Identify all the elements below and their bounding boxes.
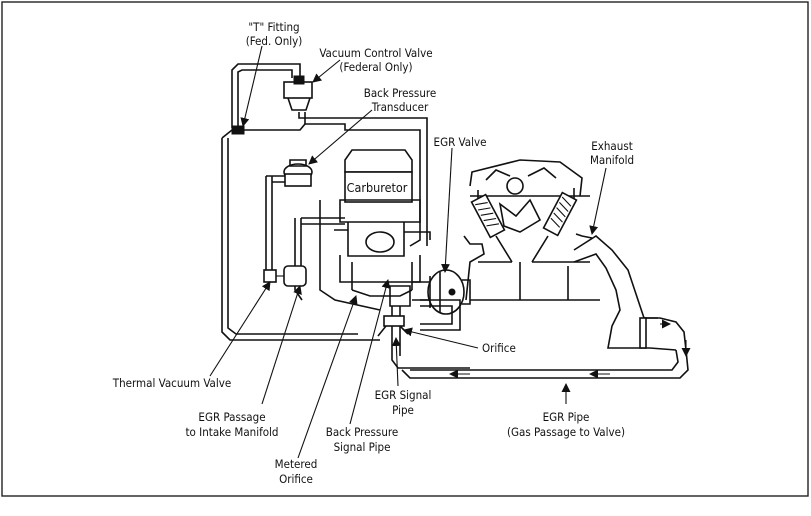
label-back-pressure-signal-pipe-2: Signal Pipe [334,440,391,454]
label-orifice: Orifice [482,341,516,355]
label-egr-signal-pipe-2: Pipe [392,403,414,417]
label-back-pressure-transducer-2: Transducer [371,100,429,114]
label-metered-orifice: Metered [275,457,318,471]
label-egr-valve: EGR Valve [434,135,487,149]
label-back-pressure-transducer: Back Pressure [364,86,437,100]
egr-pipe [401,319,691,379]
leader-lines [209,45,607,459]
label-metered-orifice-2: Orifice [279,472,313,486]
label-thermal-vacuum-valve: Thermal Vacuum Valve [112,376,231,390]
carburetor [334,149,431,297]
label-egr-pipe-2: (Gas Passage to Valve) [507,425,625,439]
label-carburetor: Carburetor [347,180,408,195]
label-vacuum-control-valve: Vacuum Control Valve [319,46,432,60]
t-fitting [231,125,245,135]
exhaust-manifold [573,235,687,351]
label-egr-passage-2: to Intake Manifold [185,425,278,439]
thermal-vacuum-valve [263,265,307,287]
orifice-junction [377,299,470,369]
egr-valve [389,269,471,315]
vacuum-control-valve [283,75,313,111]
engine-head [463,159,600,301]
label-egr-passage: EGR Passage [198,410,265,424]
vacuum-hose-loop [221,63,428,341]
back-pressure-transducer [283,159,313,187]
label-egr-signal-pipe: EGR Signal [375,388,432,402]
label-back-pressure-signal-pipe: Back Pressure [326,425,399,439]
figure-border [1,1,809,497]
label-t-fitting-note: (Fed. Only) [246,34,303,48]
label-egr-pipe: EGR Pipe [543,410,590,424]
label-exhaust-manifold: Exhaust [591,139,633,153]
label-vacuum-control-valve-note: (Federal Only) [339,60,412,74]
label-t-fitting: "T" Fitting [248,20,299,34]
label-exhaust-manifold-2: Manifold [590,153,634,167]
